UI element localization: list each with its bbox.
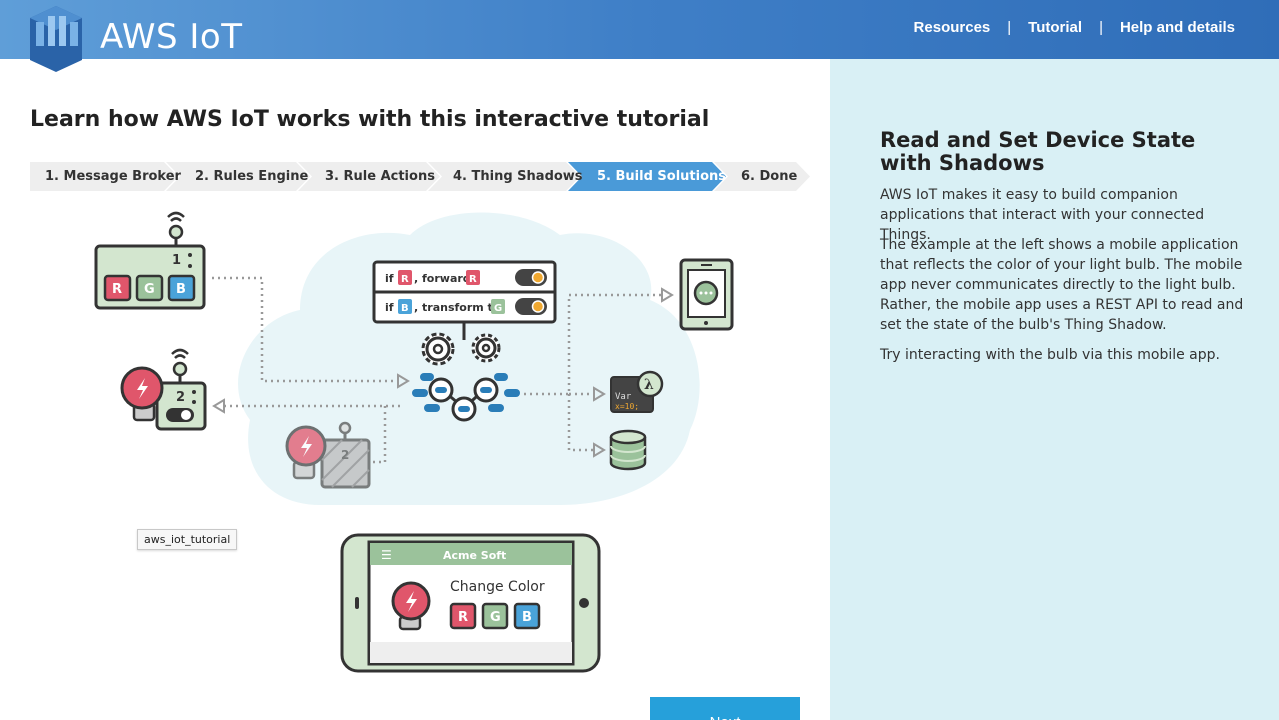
lambda-code-line-1: Var [615, 392, 632, 402]
top-nav: Resources | Tutorial | Help and details [914, 19, 1235, 36]
message-broker-icon [412, 373, 520, 422]
step-2-shape [166, 162, 310, 191]
nav-help-link[interactable]: Help and details [1119, 19, 1235, 36]
hamburger-menu-icon: ☰ [381, 548, 392, 562]
panel-paragraph-1: AWS IoT makes it easy to build companion… [880, 187, 1205, 243]
step-6-shape [714, 162, 810, 191]
nav-separator: | [1007, 19, 1012, 36]
phone-app-title: Acme Soft [443, 549, 506, 562]
phone-change-color-label: Change Color [450, 579, 545, 595]
aws-iot-logo-icon [30, 6, 82, 72]
step-message-broker[interactable]: 1. Message Broker [45, 169, 181, 184]
step-build-solutions[interactable]: 5. Build Solutions [597, 169, 727, 184]
device-2-number: 2 [176, 390, 185, 405]
cloud-shape [238, 212, 700, 505]
step-rules-engine[interactable]: 2. Rules Engine [195, 169, 309, 184]
phone-g-button: G [490, 610, 501, 625]
step-rule-actions[interactable]: 3. Rule Actions [325, 169, 435, 184]
phone-b-button: B [522, 610, 532, 625]
mobile-phone: ☰ Acme Soft Change Color R G B [340, 533, 601, 673]
device-1[interactable]: 1 R G B [94, 211, 206, 310]
step-thing-shadows[interactable]: 4. Thing Shadows [453, 169, 583, 184]
rule-1-if: if [385, 272, 394, 285]
next-button[interactable]: Next [650, 697, 800, 720]
panel-title: Read and Set Device State with Shadows [880, 128, 1196, 175]
gear-icon [421, 332, 455, 366]
lambda-code-line-2: x=10; [615, 402, 639, 411]
step-5-shape [568, 162, 726, 191]
device-2[interactable]: 2 [120, 348, 207, 431]
connector-shadow-to-broker [373, 406, 387, 464]
gear-icon [471, 333, 501, 363]
rule-2-if: if [385, 301, 394, 314]
nav-separator: | [1099, 19, 1103, 36]
tooltip: aws_iot_tutorial [137, 529, 238, 550]
rule-1-target: R [469, 274, 477, 285]
device-1-r-button: R [112, 282, 122, 297]
tutorial-steps: 1. Message Broker 2. Rules Engine 3. Rul… [30, 162, 810, 191]
step-1-shape [30, 162, 178, 191]
step-done[interactable]: 6. Done [741, 169, 798, 184]
panel-paragraph-2: The example at the left shows a mobile a… [880, 237, 1244, 333]
rule-1-text: , forward [414, 272, 471, 285]
connector-broker-to-database [567, 394, 594, 452]
app-title: AWS IoT [100, 17, 243, 57]
iot-illustration: 1 R G B 2 2 [94, 211, 734, 673]
rule-1-var: R [401, 274, 409, 285]
nav-tutorial-link[interactable]: Tutorial [1028, 19, 1083, 36]
page-title: Learn how AWS IoT works with this intera… [30, 107, 710, 132]
rule-2-target: G [494, 303, 502, 314]
nav-resources-link[interactable]: Resources [913, 19, 991, 36]
device-1-b-button: B [176, 282, 186, 297]
device-1-number: 1 [172, 253, 181, 268]
panel-paragraph-3: Try interacting with the bulb via this m… [880, 347, 1220, 363]
rules-box: if R , forward R if B , transform to G [372, 260, 557, 340]
rule-2-var: B [401, 303, 409, 314]
step-4-shape [428, 162, 580, 191]
device-1-g-button: G [144, 282, 155, 297]
svg-text:λ: λ [644, 377, 654, 393]
step-3-shape [298, 162, 440, 191]
connector-device1-to-broker [212, 276, 400, 383]
device-shadow-number: 2 [341, 448, 349, 462]
steps-background [30, 162, 810, 191]
top-header: AWS IoT Resources | Tutorial | Help and … [0, 0, 1279, 72]
lambda-icon: Var x=10; λ [610, 370, 664, 413]
rule-2-text: , transform to [414, 301, 501, 314]
phone-r-button: R [458, 610, 468, 625]
tablet-icon [679, 258, 734, 331]
database-icon [609, 429, 647, 471]
info-panel: Read and Set Device State with Shadows A… [830, 59, 1279, 720]
device-shadow: 2 [285, 421, 371, 489]
